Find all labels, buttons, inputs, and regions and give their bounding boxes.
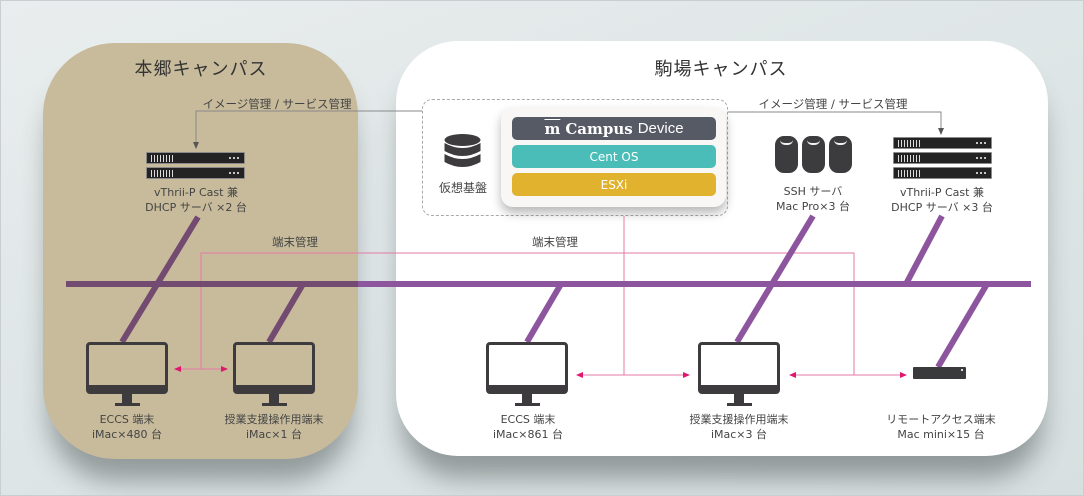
software-stack-panel: m Campus Device Cent OS ESXi	[501, 107, 726, 207]
komaba-campus-title: 駒場キャンパス	[654, 59, 788, 80]
komaba-lecture-label: 授業支援操作用端末 iMac×3 台	[690, 412, 789, 442]
mac-mini-icon	[913, 367, 966, 379]
komaba-eccs-count: iMac×861 台	[492, 428, 564, 441]
campus-device-name-light: Device	[637, 120, 684, 137]
imac-icon	[86, 342, 168, 406]
komaba-remote-name: リモートアクセス端末	[886, 413, 996, 426]
rack-server-icon	[893, 137, 992, 182]
image-service-label-left: イメージ管理 / サービス管理	[202, 97, 352, 111]
komaba-server-name: vThrii-P Cast 兼	[900, 186, 984, 199]
image-service-connector-right	[728, 111, 944, 135]
terminal-management-line	[200, 252, 855, 375]
komaba-remote-label: リモートアクセス端末 Mac mini×15 台	[886, 412, 995, 442]
komaba-ssh-lecture-link	[734, 214, 816, 344]
campus-device-bar: m Campus Device	[512, 117, 716, 140]
komaba-eccs-link	[524, 282, 564, 344]
terminal-management-label-center: 端末管理	[532, 235, 578, 249]
campus-device-name-bold: Campus	[565, 119, 633, 138]
hongo-lecture-count: iMac×1 台	[245, 428, 303, 441]
hongo-lecture-label: 授業支援操作用端末 iMac×1 台	[225, 412, 324, 442]
centos-bar: Cent OS	[512, 145, 716, 168]
komaba-lecture-count: iMac×3 台	[710, 428, 768, 441]
virtual-platform-group	[422, 99, 728, 216]
hongo-campus-title: 本郷キャンパス	[134, 59, 268, 80]
komaba-server-count: DHCP サーバ ×3 台	[891, 201, 993, 214]
komaba-eccs-name: ECCS 端末	[500, 413, 556, 426]
hongo-lecture-link	[266, 282, 306, 344]
campus-device-logo-icon: m	[544, 119, 561, 138]
hongo-server-label: vThrii-P Cast 兼 DHCP サーバ ×2 台	[145, 185, 247, 215]
komaba-remote-link	[935, 282, 990, 369]
terminal-management-label-left: 端末管理	[272, 235, 318, 249]
imac-icon	[486, 342, 568, 406]
komaba-remote-count: Mac mini×15 台	[897, 428, 985, 441]
hongo-server-name: vThrii-P Cast 兼	[154, 186, 238, 199]
komaba-ssh-name: SSH サーバ	[783, 185, 843, 198]
imac-icon	[698, 342, 780, 406]
database-icon	[444, 134, 481, 167]
virtual-platform-label: 仮想基盤	[438, 181, 488, 195]
komaba-ssh-label: SSH サーバ Mac Pro×3 台	[776, 184, 850, 214]
mac-pro-icon	[802, 136, 825, 173]
komaba-server-label: vThrii-P Cast 兼 DHCP サーバ ×3 台	[891, 185, 993, 215]
imac-icon	[233, 342, 315, 406]
rack-server-icon	[146, 152, 245, 182]
mac-pro-icon	[829, 136, 852, 173]
hongo-lecture-name: 授業支援操作用端末	[224, 413, 324, 426]
komaba-eccs-label: ECCS 端末 iMac×861 台	[493, 412, 563, 442]
esxi-bar: ESXi	[512, 173, 716, 196]
komaba-server-link	[903, 214, 945, 286]
komaba-lecture-name: 授業支援操作用端末	[689, 413, 789, 426]
mac-pro-icon	[775, 136, 798, 173]
hongo-eccs-label: ECCS 端末 iMac×480 台	[92, 412, 162, 442]
image-service-connector-left	[193, 110, 422, 149]
hongo-server-link	[119, 215, 201, 344]
image-service-label-right: イメージ管理 / サービス管理	[758, 97, 908, 111]
komaba-ssh-count: Mac Pro×3 台	[776, 200, 850, 213]
hongo-server-count: DHCP サーバ ×2 台	[145, 201, 247, 214]
hongo-eccs-name: ECCS 端末	[99, 413, 155, 426]
hongo-eccs-count: iMac×480 台	[91, 428, 163, 441]
